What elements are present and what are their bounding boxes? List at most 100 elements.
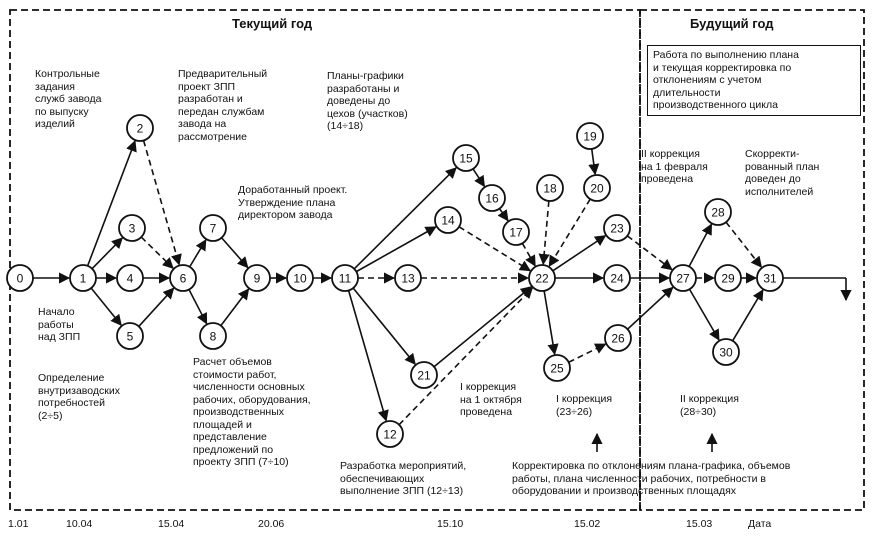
edge-19-20	[588, 148, 600, 176]
node-label: 28	[711, 206, 725, 220]
node-circle	[116, 264, 144, 292]
node-circle	[199, 214, 227, 242]
node-circle	[6, 264, 34, 292]
node-label: 8	[210, 330, 217, 344]
node-circle	[116, 322, 144, 350]
node-label: 7	[210, 222, 217, 236]
start-work-label: Начало работы над ЗПП	[38, 306, 81, 343]
node-label: 13	[401, 272, 415, 286]
preliminary-project-label: Предварительный проект ЗПП разработан и …	[178, 68, 268, 143]
node-13: 13	[394, 264, 422, 292]
edge-18-22	[538, 200, 550, 266]
second-correction-label: II коррекция (28÷30)	[680, 393, 739, 418]
node-label: 15	[459, 152, 473, 166]
node-circle	[286, 264, 314, 292]
next-year-box: Работа по выполнению плана и текущая кор…	[647, 45, 861, 116]
node-2: 2	[126, 114, 154, 142]
node-10: 10	[286, 264, 314, 292]
edge-28-31	[725, 221, 763, 268]
node-label: 10	[293, 272, 307, 286]
node-circle	[543, 354, 571, 382]
node-0: 0	[6, 264, 34, 292]
timeline-tick: 1.01	[8, 518, 29, 530]
edge-11-15	[353, 167, 457, 270]
node-label: 20	[590, 182, 604, 196]
node-circle	[704, 198, 732, 226]
node-label: 11	[339, 272, 352, 286]
edges	[33, 140, 852, 452]
edge-3-6	[140, 236, 174, 269]
node-circle	[394, 264, 422, 292]
node-16: 16	[478, 184, 506, 212]
node-circle	[669, 264, 697, 292]
edge-20-22	[548, 198, 591, 268]
node-29: 29	[714, 264, 742, 292]
approved-project-label: Доработанный проект. Утверждение плана д…	[238, 184, 348, 221]
node-7: 7	[199, 214, 227, 242]
node-label: 6	[180, 272, 187, 286]
edge-7-9	[220, 237, 249, 269]
node-27: 27	[669, 264, 697, 292]
edge-23-27	[626, 235, 673, 271]
node-28: 28	[704, 198, 732, 226]
node-circle	[376, 420, 404, 448]
next-year-title: Будущий год	[690, 16, 774, 31]
edge-8-9	[220, 288, 250, 327]
node-circle	[69, 264, 97, 292]
node-circle	[604, 324, 632, 352]
timeline-tick: 15.10	[437, 518, 464, 530]
node-circle	[434, 206, 462, 234]
edge-15-16	[472, 168, 486, 188]
edge-16-17	[497, 208, 509, 222]
node-circle	[169, 264, 197, 292]
adjusted-plan-label: Скорректи- рованный план доведен до испо…	[745, 148, 820, 198]
node-label: 24	[610, 272, 624, 286]
node-circle	[712, 338, 740, 366]
edge-1-3	[91, 237, 123, 270]
node-31: 31	[756, 264, 784, 292]
first-correction-done-label: I коррекция на 1 октября проведена	[460, 381, 522, 418]
first-correction-label: I коррекция (23÷26)	[556, 393, 613, 418]
node-30: 30	[712, 338, 740, 366]
node-label: 3	[129, 222, 136, 236]
node-circle	[536, 174, 564, 202]
edge-11-14	[355, 226, 437, 273]
node-label: 9	[254, 272, 261, 286]
node-label: 19	[583, 130, 597, 144]
node-8: 8	[199, 322, 227, 350]
node-label: 22	[535, 272, 549, 286]
node-label: 18	[543, 182, 557, 196]
node-label: 2	[137, 122, 144, 136]
node-label: 17	[509, 226, 523, 240]
edge-5-6	[138, 287, 175, 327]
node-label: 23	[610, 222, 624, 236]
node-circle	[603, 264, 631, 292]
measures-label: Разработка мероприятий, обеспечивающих в…	[340, 460, 467, 497]
node-24: 24	[603, 264, 631, 292]
node-label: 31	[763, 272, 777, 286]
control-tasks-label: Контрольные задания служб завода по выпу…	[35, 68, 102, 130]
edge-1-5	[90, 287, 122, 326]
node-25: 25	[543, 354, 571, 382]
edge-25-26	[568, 343, 607, 363]
node-21: 21	[410, 361, 438, 389]
current-year-title: Текущий год	[232, 16, 313, 31]
node-5: 5	[116, 322, 144, 350]
requirements-label: Определение внутризаводских потребностей…	[38, 372, 120, 422]
node-circle	[331, 264, 359, 292]
edge-21-22	[433, 286, 533, 368]
node-label: 4	[127, 272, 134, 286]
edge-27-30	[688, 288, 720, 341]
node-circle	[583, 174, 611, 202]
node-circle	[603, 214, 631, 242]
node-circle	[199, 322, 227, 350]
edge-6-8	[188, 289, 208, 325]
node-3: 3	[118, 214, 146, 242]
edge-22-23	[552, 235, 607, 272]
node-20: 20	[583, 174, 611, 202]
node-label: 5	[127, 330, 134, 344]
node-23: 23	[603, 214, 631, 242]
edge-11-21	[352, 287, 416, 366]
node-6: 6	[169, 264, 197, 292]
